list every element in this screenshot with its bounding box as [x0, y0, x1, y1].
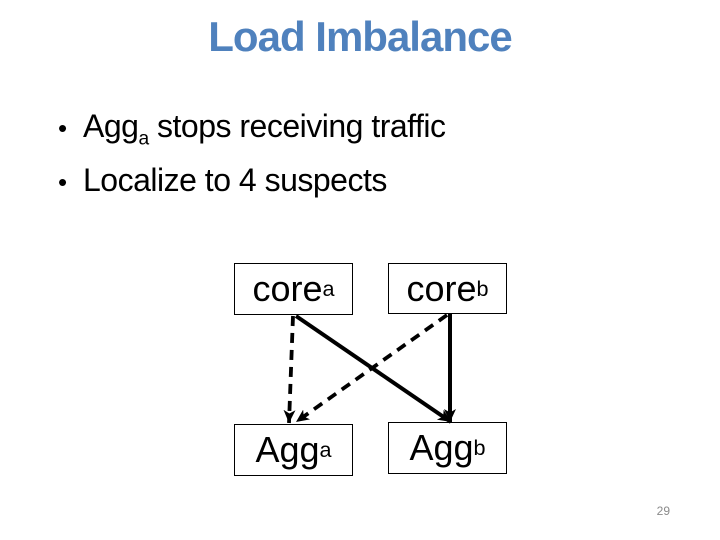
- bullet-text-1: Agga stops receiving traffic: [83, 102, 446, 150]
- node-core-a-label: core: [252, 268, 323, 309]
- bullet-1-subscript: a: [138, 128, 149, 150]
- bullet-item-2: • Localize to 4 suspects: [58, 156, 658, 206]
- bullet-glyph: •: [58, 113, 67, 143]
- bullet-1-rest: stops receiving traffic: [148, 108, 446, 144]
- edge-core-b-to-agg-a: [294, 313, 449, 424]
- node-agg-a-label: Agg: [255, 429, 320, 470]
- bullet-glyph: •: [58, 167, 67, 197]
- node-core-b-label: core: [406, 267, 477, 309]
- bullet-text-2: Localize to 4 suspects: [83, 162, 387, 198]
- node-agg-b-label: Agg: [409, 427, 474, 468]
- bullet-list: • Agga stops receiving traffic • Localiz…: [58, 102, 658, 210]
- bullet-item-1: • Agga stops receiving traffic: [58, 102, 658, 152]
- edge-core-a-to-agg-b: [294, 314, 453, 424]
- slide-title: Load Imbalance: [208, 13, 512, 60]
- bullet-1-prefix: Agg: [83, 108, 139, 144]
- page-number: 29: [656, 504, 670, 518]
- edge-core-a-to-agg-a: [283, 315, 296, 424]
